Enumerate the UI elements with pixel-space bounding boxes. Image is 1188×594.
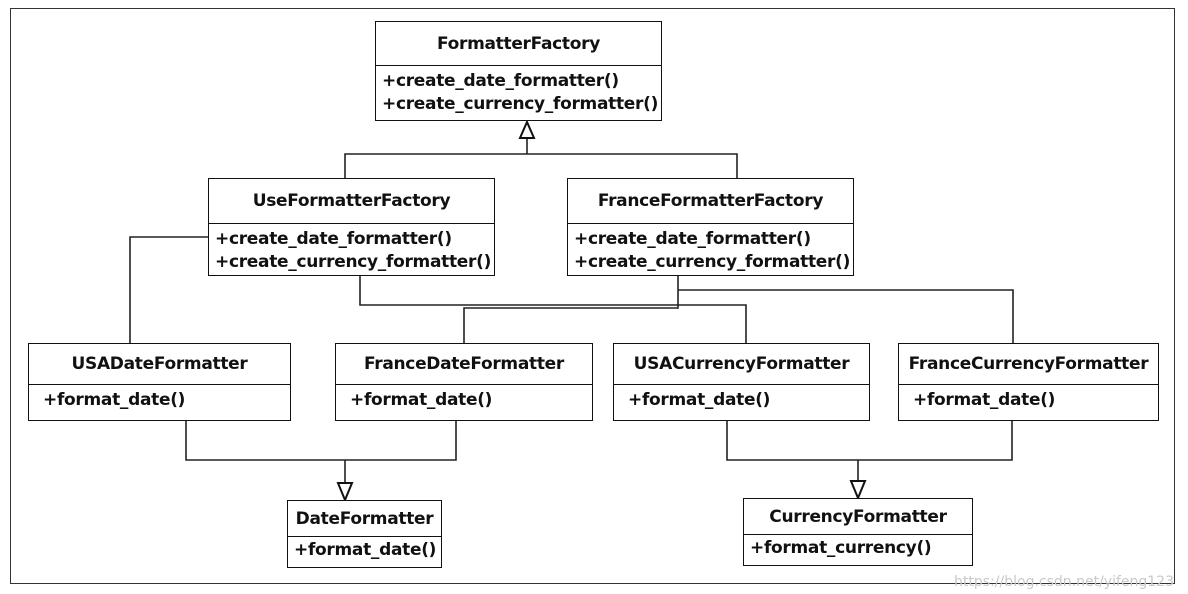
class-operations: +format_currency() — [744, 535, 972, 560]
operation: +create_date_formatter() — [574, 229, 811, 249]
date-formatter-class: DateFormatter +format_date() — [287, 500, 442, 568]
class-operations: +create_date_formatter() +create_currenc… — [568, 224, 853, 274]
class-name: CurrencyFormatter — [744, 499, 972, 535]
date-inheritance-arrowhead — [336, 482, 354, 503]
use-factory-to-usa-currency-line — [359, 276, 747, 343]
operation: +format_currency() — [750, 538, 932, 558]
operation: +format_date() — [350, 390, 493, 410]
class-name: FranceFormatterFactory — [568, 179, 853, 224]
class-operations: +format_date() — [614, 385, 869, 412]
france-formatter-factory-class: FranceFormatterFactory +create_date_form… — [567, 178, 854, 276]
currency-inheritance-line — [726, 421, 1013, 461]
france-date-formatter-class: FranceDateFormatter +format_date() — [335, 343, 593, 421]
watermark-text: https://blog.csdn.net/yifeng123 — [954, 574, 1174, 590]
class-name: DateFormatter — [288, 501, 441, 537]
operation: +create_date_formatter() — [382, 71, 619, 91]
class-operations: +create_date_formatter() +create_currenc… — [209, 224, 494, 274]
operation: +create_date_formatter() — [215, 229, 452, 249]
operation: +create_currency_formatter() — [574, 252, 851, 272]
factory-inheritance-arrowhead — [518, 119, 536, 139]
operation: +format_date() — [913, 390, 1056, 410]
class-name: FranceCurrencyFormatter — [899, 344, 1158, 385]
class-operations: +create_date_formatter() +create_currenc… — [376, 66, 661, 116]
operation: +format_date() — [294, 540, 437, 560]
france-currency-formatter-class: FranceCurrencyFormatter +format_date() — [898, 343, 1159, 421]
operation: +format_date() — [43, 390, 186, 410]
class-operations: +format_date() — [288, 537, 441, 562]
class-operations: +format_date() — [336, 385, 592, 412]
use-factory-to-usa-date-line — [129, 236, 208, 343]
operation: +format_date() — [628, 390, 771, 410]
currency-inheritance-arrowhead — [849, 480, 867, 501]
class-operations: +format_date() — [899, 385, 1158, 412]
class-name: USACurrencyFormatter — [614, 344, 869, 385]
class-name: USADateFormatter — [29, 344, 290, 385]
operation: +create_currency_formatter() — [382, 94, 659, 114]
class-name: FranceDateFormatter — [336, 344, 592, 385]
factory-inheritance-line — [344, 153, 738, 178]
usa-date-formatter-class: USADateFormatter +format_date() — [28, 343, 291, 421]
operation: +create_currency_formatter() — [215, 252, 492, 272]
formatter-factory-class: FormatterFactory +create_date_formatter(… — [375, 21, 662, 121]
france-factory-to-france-date-line — [463, 276, 679, 343]
class-name: UseFormatterFactory — [209, 179, 494, 224]
diagram-frame — [10, 8, 1175, 584]
france-factory-to-france-currency-line — [678, 289, 1014, 343]
class-name: FormatterFactory — [376, 22, 661, 66]
use-formatter-factory-class: UseFormatterFactory +create_date_formatt… — [208, 178, 495, 276]
class-operations: +format_date() — [29, 385, 290, 412]
currency-formatter-class: CurrencyFormatter +format_currency() — [743, 498, 973, 566]
date-inheritance-line — [185, 421, 457, 461]
usa-currency-formatter-class: USACurrencyFormatter +format_date() — [613, 343, 870, 421]
